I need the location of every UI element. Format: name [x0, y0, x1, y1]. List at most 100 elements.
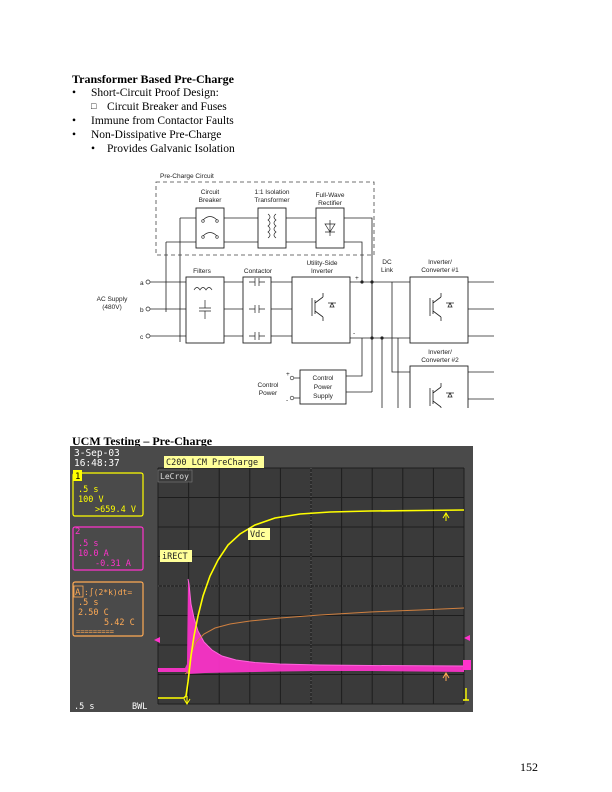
- vdc-label: Vdc: [250, 530, 265, 540]
- sub-bullet-text: Provides Galvanic Isolation: [107, 143, 235, 155]
- ch1-number: 1: [75, 472, 80, 482]
- inverter2-output-wires: [468, 371, 494, 400]
- irect-label: iRECT: [162, 552, 188, 562]
- precharge-circuit-diagram: Pre-Charge Circuit Circuit Breaker 1:1 I…: [97, 173, 494, 408]
- phase-c-label: c: [140, 334, 144, 341]
- rectifier-label-2: Rectifier: [318, 200, 343, 207]
- transformer-coils: [267, 213, 277, 239]
- ch2-timebase: .5 s: [78, 539, 98, 549]
- transformer-label-1: 1:1 Isolation: [254, 189, 289, 196]
- inverter1-output-wires: [468, 281, 494, 337]
- chA-scale: 2.50 C: [78, 608, 109, 618]
- circuit-breaker-label-1: Circuit: [201, 189, 220, 196]
- scope-timebase: .5 s: [74, 702, 94, 712]
- scope-title-tag: C200 LCM PreCharge: [166, 458, 258, 468]
- bullet-item: •: [72, 87, 76, 99]
- ac-supply-label-2: (480V): [102, 304, 122, 311]
- bullet-marker: •: [72, 87, 77, 99]
- rectifier-label-1: Full-Wave: [315, 192, 344, 199]
- chA-panel: [72, 581, 144, 637]
- ch1-measure: >659.4 V: [95, 505, 136, 515]
- ch1-scale: 100 V: [78, 495, 104, 505]
- contactor-label: Contactor: [244, 268, 273, 275]
- inverter2-label-2: Converter #2: [421, 357, 459, 364]
- ch1-marker-icon: [442, 512, 450, 521]
- isolation-transformer-block: [257, 207, 287, 249]
- scope-time: 16:48:37: [74, 458, 120, 469]
- section-title: UCM Testing – Pre-Charge: [72, 434, 213, 448]
- bullet-text: Immune from Contactor Faults: [91, 115, 234, 127]
- ch2-measure: -0.31 A: [95, 559, 131, 569]
- chA-number: A: [75, 588, 81, 598]
- inverter1-block: [409, 276, 469, 344]
- scope-date: 3-Sep-03: [74, 448, 120, 459]
- irect-envelope: [187, 578, 465, 667]
- igbt-symbol: [429, 383, 454, 408]
- precharge-box: [155, 181, 375, 256]
- circuit-breaker-label-2: Breaker: [199, 197, 223, 204]
- chA-marker-icon: [442, 672, 450, 681]
- bullet-marker: •: [72, 115, 77, 127]
- precharge-wires: [165, 217, 373, 342]
- utility-inverter-label-1: Utility-Side: [306, 260, 337, 267]
- chA-measure: 5.42 C: [104, 618, 135, 628]
- dc-link-label-1: DC: [382, 259, 392, 266]
- control-supply-label-1: Control: [313, 375, 335, 382]
- control-power-label-1: Control: [258, 382, 280, 389]
- control-power-label-2: Power: [259, 390, 278, 397]
- filters-label: Filters: [193, 268, 211, 275]
- ch2-right-marker-icon: [464, 635, 470, 641]
- section-title: Transformer Based Pre-Charge: [72, 72, 234, 86]
- bullet-text: Non-Dissipative Pre-Charge: [91, 129, 222, 141]
- utility-inverter-block: [291, 276, 351, 344]
- trigger-marker-icon: [183, 696, 191, 705]
- chA-timebase: .5 s: [78, 598, 98, 608]
- transformer-label-2: Transformer: [254, 197, 290, 204]
- sub-bullet-marker: •: [91, 143, 96, 155]
- oscilloscope-screenshot: 3-Sep-03 16:48:37 C200 LCM PreCharge LeC…: [70, 446, 473, 712]
- inverter1-label-1: Inverter/: [428, 259, 452, 266]
- ch2-offset-marker-icon: [154, 637, 160, 643]
- irect-trace: [158, 579, 464, 674]
- precharge-label: Pre-Charge Circuit: [160, 173, 214, 180]
- vdc-trace: [158, 509, 465, 699]
- utility-inverter-label-2: Inverter: [311, 268, 334, 275]
- inverter2-block: [409, 365, 469, 408]
- contactor-block: [242, 276, 272, 344]
- diode-symbol: [324, 220, 336, 236]
- chA-rule: =========: [76, 628, 114, 636]
- bullet-text: Short-Circuit Proof Design:: [91, 87, 219, 99]
- control-supply-label-3: Supply: [313, 393, 334, 400]
- control-supply-block: [299, 369, 347, 405]
- ch1-panel: [72, 472, 144, 517]
- breaker-symbol: [202, 216, 218, 237]
- contactor-symbols: [249, 278, 265, 340]
- circuit-breaker-block: [195, 207, 225, 249]
- ch2-panel: [72, 526, 144, 571]
- sub-bullet-text: Circuit Breaker and Fuses: [107, 101, 227, 113]
- phase-a-label: a: [140, 280, 144, 287]
- dc-link-label-2: Link: [381, 267, 394, 274]
- phase-b-label: b: [140, 307, 144, 314]
- bullet-marker: •: [72, 129, 77, 141]
- igbt-symbol: [311, 293, 336, 321]
- ch1-ground-marker-icon: [463, 688, 469, 701]
- chA-formula: :∫(2*k)dt=: [84, 588, 132, 597]
- igbt-symbol: [429, 293, 454, 321]
- control-wires: [294, 338, 372, 399]
- dc-bus-wires: [350, 281, 410, 408]
- inverter2-label-1: Inverter/: [428, 349, 452, 356]
- scope-bwl: BWL: [132, 702, 147, 712]
- ac-supply-label-1: AC Supply: [97, 296, 128, 303]
- scope-brand: LeCroy: [160, 472, 189, 481]
- control-minus: -: [286, 397, 288, 404]
- ch2-scale: 10.0 A: [78, 549, 109, 559]
- filters-block: [185, 276, 225, 344]
- ch1-timebase: .5 s: [78, 485, 98, 495]
- sub-bullet-marker: □: [91, 101, 97, 111]
- filter-symbols: [193, 287, 213, 319]
- page-number: 152: [520, 760, 538, 774]
- minus-label: -: [353, 330, 355, 337]
- plus-label: +: [355, 275, 359, 282]
- ch2-number: 2: [75, 527, 80, 537]
